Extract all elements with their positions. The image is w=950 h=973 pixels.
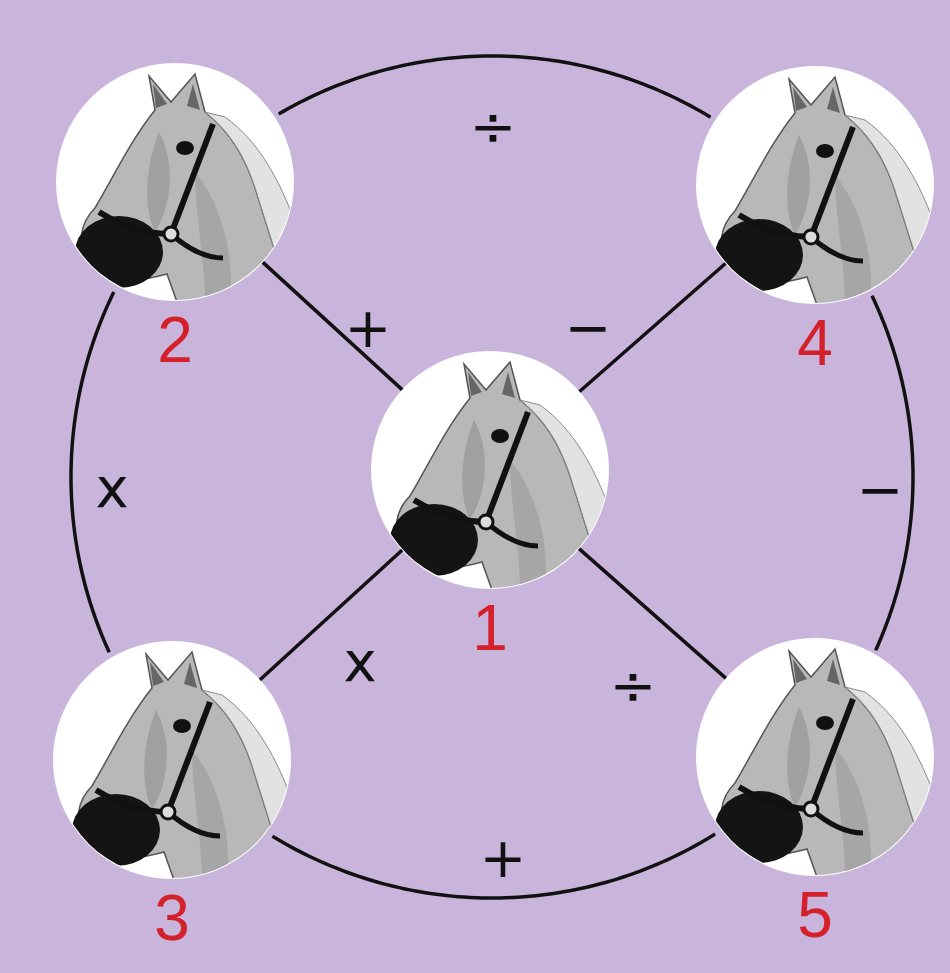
horse-head (715, 77, 935, 305)
operator-label: ÷ (610, 657, 657, 713)
horse-head (715, 649, 935, 877)
connector-line (259, 550, 403, 681)
operator-label: − (565, 300, 612, 356)
horse-head (390, 362, 610, 590)
horse-head (75, 74, 295, 302)
operator-label: − (857, 462, 904, 518)
operator-label: ÷ (470, 98, 517, 154)
horse-illustration (55, 62, 295, 302)
horse-circle: 5 (695, 637, 935, 877)
horse-circle: 2 (55, 62, 295, 302)
horse-number: 4 (665, 311, 950, 375)
operator-label: + (345, 300, 392, 356)
horse-circle: 4 (695, 65, 935, 305)
horse-number: 2 (25, 308, 325, 372)
horse-number: 3 (22, 886, 322, 950)
operator-label: x (343, 634, 376, 690)
horse-illustration (370, 350, 610, 590)
horse-number: 5 (665, 883, 950, 947)
horse-circle: 1 (370, 350, 610, 590)
operator-label: x (95, 460, 128, 516)
operator-label: + (480, 830, 527, 886)
horse-illustration (695, 65, 935, 305)
horse-illustration (695, 637, 935, 877)
connector-line (262, 262, 403, 391)
horse-illustration (52, 640, 292, 880)
horse-number: 1 (340, 596, 640, 660)
horse-head (72, 652, 292, 880)
horse-circle: 3 (52, 640, 292, 880)
